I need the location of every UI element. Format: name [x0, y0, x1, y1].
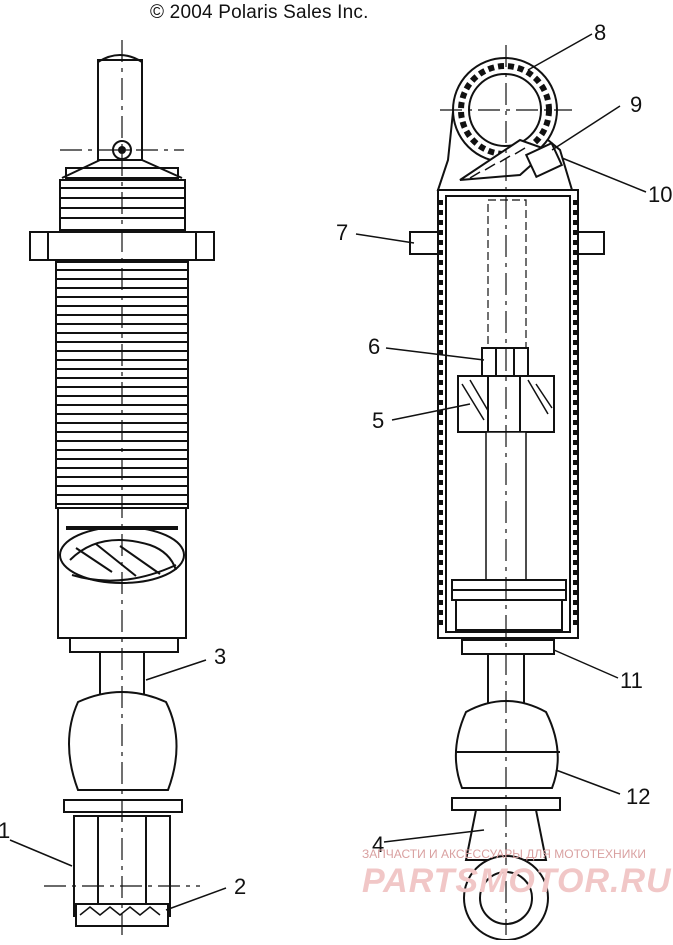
callout-leaders: [9, 33, 647, 911]
callout-6: 6: [368, 334, 380, 359]
callout-9: 9: [630, 92, 642, 117]
air-valve: [524, 141, 564, 179]
callout-10: 10: [648, 182, 672, 207]
right-shock-assembly: [409, 45, 605, 941]
callout-4: 4: [372, 832, 384, 857]
left-shock-assembly: [29, 40, 215, 935]
callout-5: 5: [372, 408, 384, 433]
left-upper-spring: [59, 179, 186, 231]
right-bump-stop: [454, 700, 559, 789]
left-bump-stop: [68, 691, 178, 791]
callout-1: 1: [0, 818, 10, 843]
copyright-notice: © 2004 Polaris Sales Inc.: [150, 2, 369, 23]
callout-3: 3: [214, 644, 226, 669]
callout-numbers: 1 2 3 4 5 6 7 8 9 10 11 12: [0, 20, 672, 899]
callout-12: 12: [626, 784, 650, 809]
right-side-mount-right: [577, 231, 605, 255]
watermark-logo-text: PARTSMOTOR.RU: [362, 862, 672, 900]
watermark-tagline: ЗАПЧАСТИ И АКСЕССУАРЫ ДЛЯ МОТОТЕХНИКИ: [362, 847, 646, 861]
piston-nut: [481, 347, 529, 377]
callout-2: 2: [234, 874, 246, 899]
right-side-mount-left: [409, 231, 439, 255]
callout-7: 7: [336, 220, 348, 245]
callout-8: 8: [594, 20, 606, 45]
watermark: ЗАПЧАСТИ И АКСЕССУАРЫ ДЛЯ МОТОТЕХНИКИ PA…: [362, 847, 672, 900]
callout-11: 11: [620, 668, 643, 693]
